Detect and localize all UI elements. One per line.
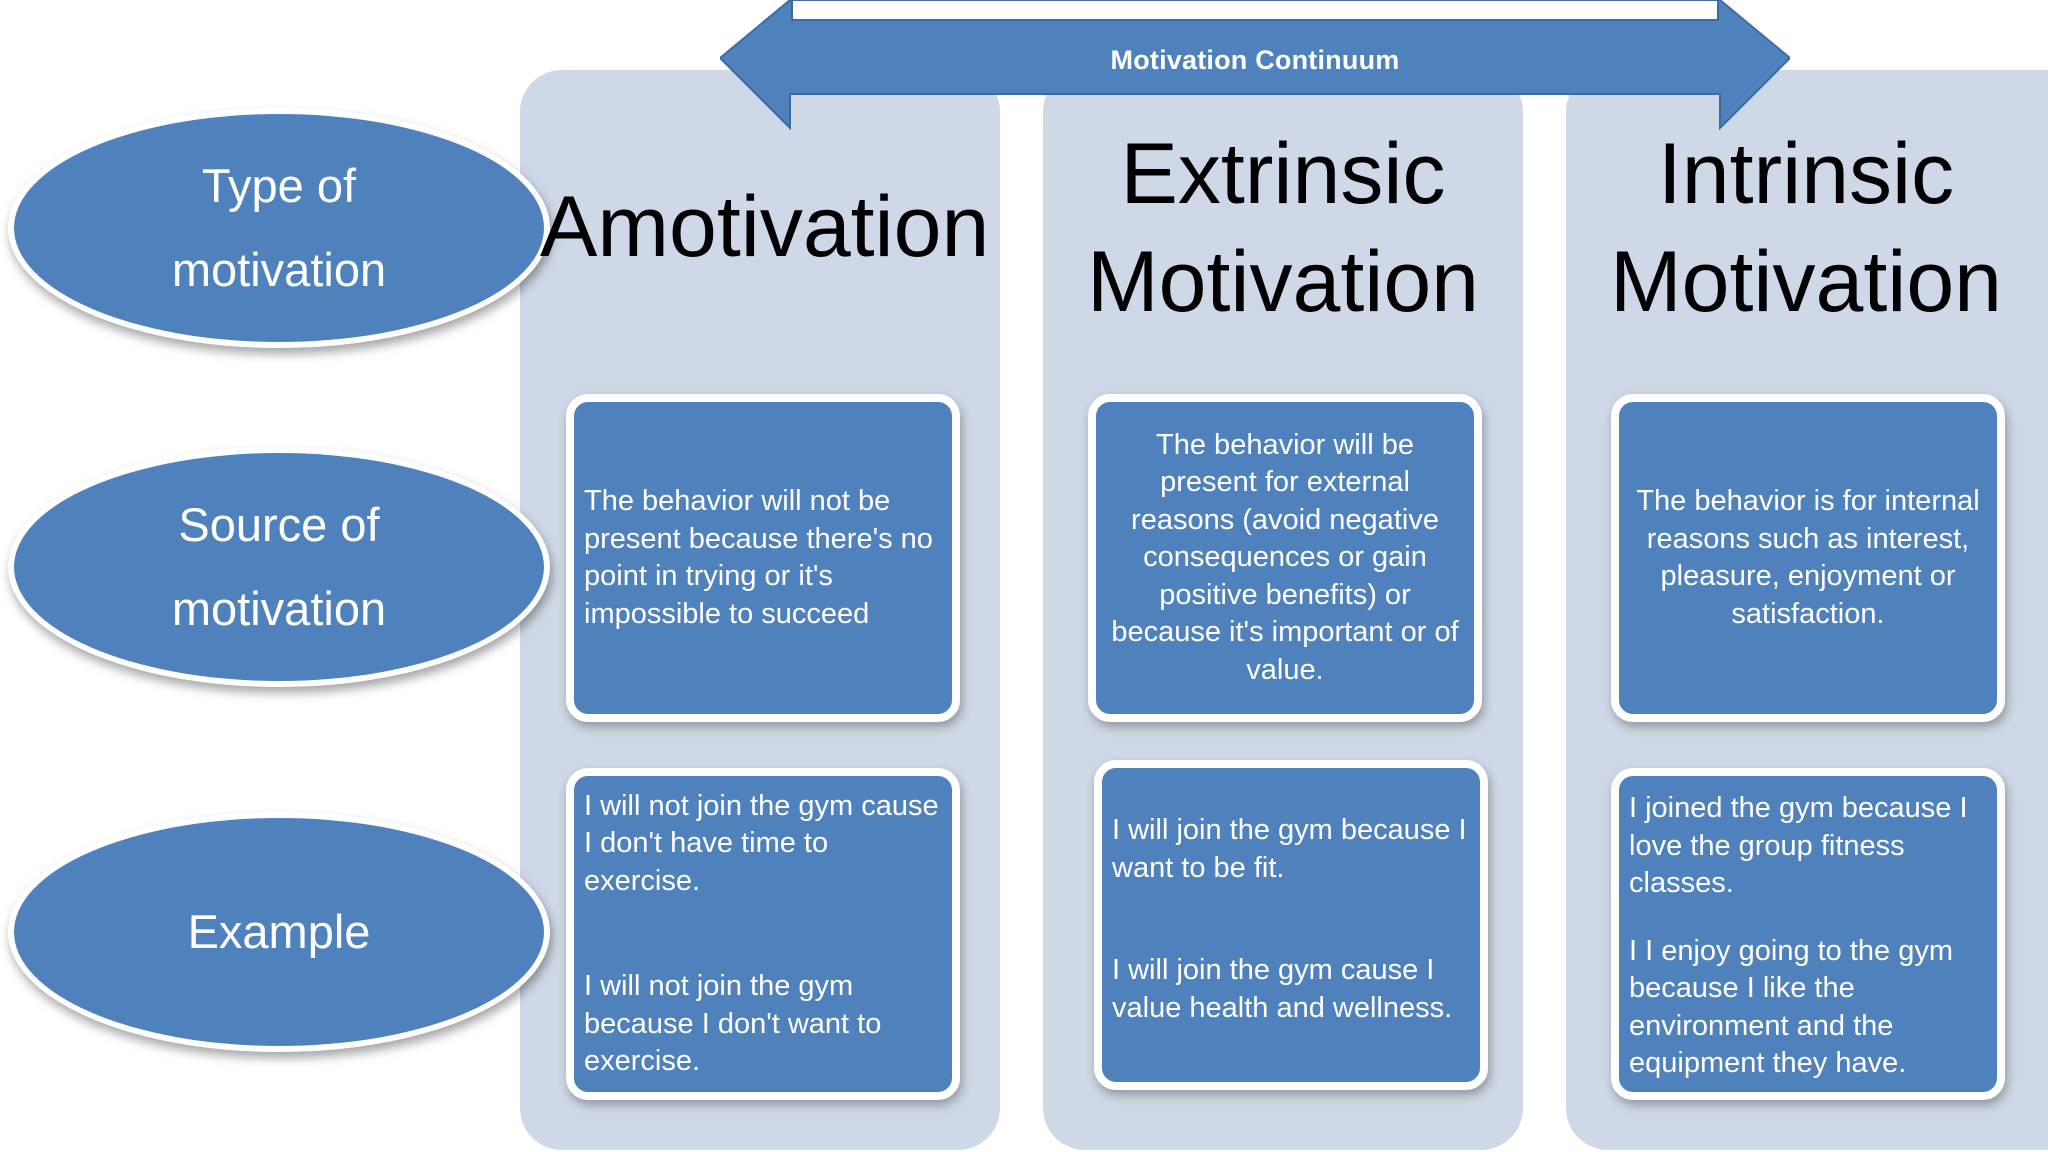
row-label-example: Example (8, 812, 550, 1052)
source-text-amotivation: The behavior will not be present because… (584, 485, 933, 630)
arrow-label: Motivation Continuum (1110, 44, 1400, 75)
source-text-extrinsic: The behavior will be present for externa… (1111, 428, 1459, 686)
source-text-intrinsic: The behavior is for internal reasons suc… (1636, 485, 1980, 630)
row-label-type: Type of motivation (8, 108, 550, 348)
row-label-example-text: Example (187, 905, 371, 958)
example-box-amotivation: I will not join the gym cause I don't ha… (566, 768, 960, 1100)
example-text-extrinsic-1: I will join the gym because I want to be… (1112, 814, 1467, 884)
row-label-source-text: Source of motivation (171, 498, 387, 635)
example-text-amotivation-2: I will not join the gym because I don't … (584, 970, 882, 1077)
heading-intrinsic: Intrinsic Motivation (1610, 126, 2002, 330)
example-text-extrinsic-2: I will join the gym cause I value health… (1112, 954, 1453, 1024)
example-text-amotivation-1: I will not join the gym cause I don't ha… (584, 789, 939, 897)
row-label-type-text: Type of motivation (171, 159, 387, 296)
motivation-continuum-arrow (720, 0, 1790, 131)
source-box-intrinsic: The behavior is for internal reasons suc… (1611, 394, 2005, 722)
heading-amotivation: Amotivation (540, 179, 990, 275)
example-box-extrinsic: I will join the gym because I want to be… (1094, 760, 1488, 1090)
example-box-intrinsic: I joined the gym because I love the grou… (1611, 768, 2005, 1100)
example-text-intrinsic-1: I joined the gym because I love the grou… (1629, 792, 1968, 899)
example-text-intrinsic-2: I I enjoy going to the gym because I lik… (1629, 934, 1954, 1080)
row-label-source: Source of motivation (8, 447, 550, 687)
heading-extrinsic: Extrinsic Motivation (1087, 126, 1479, 330)
source-box-extrinsic: The behavior will be present for externa… (1088, 394, 1482, 722)
source-box-amotivation: The behavior will not be present because… (566, 394, 960, 722)
